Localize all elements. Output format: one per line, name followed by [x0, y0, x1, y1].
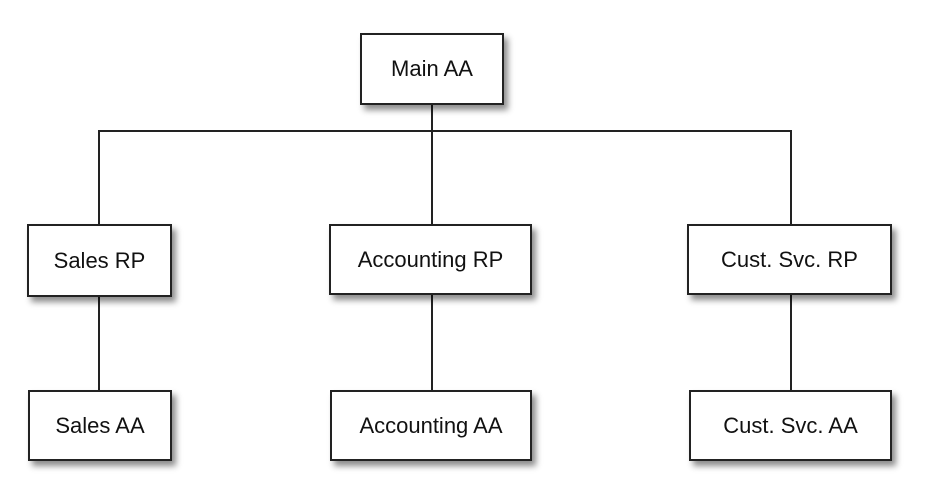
connector-accounting-rp-to-aa	[431, 294, 433, 391]
connector-horizontal-bus	[98, 130, 792, 132]
node-cust-svc-aa: Cust. Svc. AA	[689, 390, 892, 461]
connector-bus-to-cust-svc-rp	[790, 130, 792, 225]
node-main-aa: Main AA	[360, 33, 504, 105]
node-sales-rp: Sales RP	[27, 224, 172, 297]
node-accounting-rp: Accounting RP	[329, 224, 532, 295]
connector-bus-to-sales-rp	[98, 130, 100, 225]
connector-sales-rp-to-aa	[98, 296, 100, 391]
connector-bus-to-accounting-rp	[431, 130, 433, 225]
node-sales-aa: Sales AA	[28, 390, 172, 461]
node-cust-svc-rp: Cust. Svc. RP	[687, 224, 892, 295]
node-accounting-aa: Accounting AA	[330, 390, 532, 461]
connector-cust-svc-rp-to-aa	[790, 294, 792, 391]
connector-main-down	[431, 104, 433, 132]
